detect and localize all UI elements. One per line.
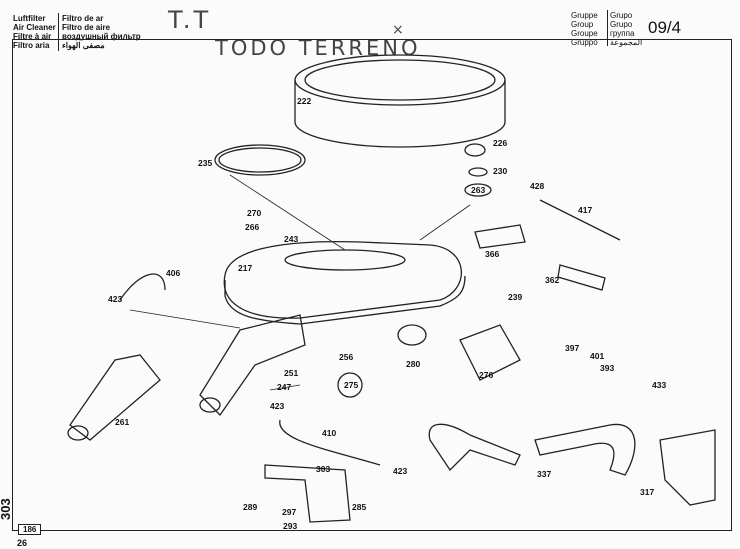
callout-275: 275 (344, 380, 358, 390)
callout-401: 401 (590, 351, 604, 361)
callout-366: 366 (485, 249, 499, 259)
callout-276: 276 (479, 370, 493, 380)
stamp-mark: × (392, 22, 407, 38)
callout-293: 293 (283, 521, 297, 531)
callout-289: 289 (243, 502, 257, 512)
group-ru: группа (610, 29, 635, 38)
callout-222: 222 (297, 96, 311, 106)
callout-239: 239 (508, 292, 522, 302)
name-es: Filtro de aire (62, 23, 111, 32)
group-it: Gruppo (571, 38, 598, 47)
callout-247: 247 (277, 382, 291, 392)
housing-217 (223, 240, 466, 325)
callout-217: 217 (238, 263, 252, 273)
stamp-subtitle: TODO TERRENO (215, 36, 421, 60)
group-ar: المجموعة (610, 38, 643, 47)
callout-317: 317 (640, 487, 654, 497)
callout-433: 433 (652, 380, 666, 390)
callout-251: 251 (284, 368, 298, 378)
callout-410: 410 (322, 428, 336, 438)
divider (607, 10, 608, 46)
section-name-right: Filtro de ar Filtro de aire воздушный фи… (62, 14, 141, 50)
group-labels-right: Grupo Grupo группа المجموعة (610, 11, 642, 47)
group-en: Group (571, 20, 594, 29)
callout-235: 235 (198, 158, 212, 168)
name-en: Air Cleaner (13, 23, 56, 32)
intake-snorkels-261 (67, 314, 306, 441)
callout-270: 270 (247, 208, 261, 218)
callout-362: 362 (545, 275, 559, 285)
callout-226: 226 (493, 138, 507, 148)
stamp-title: T.T (168, 6, 212, 34)
callout-423: 423 (270, 401, 284, 411)
leader-lines (129, 174, 471, 391)
callout-406: 406 (166, 268, 180, 278)
gasket-ring-235 (214, 144, 306, 176)
callout-ring-275 (337, 372, 363, 398)
name-ar: مصفى الهواء (62, 41, 105, 50)
name-it: Filtro aria (13, 41, 50, 50)
callout-261: 261 (115, 417, 129, 427)
callout-285: 285 (352, 502, 366, 512)
callout-428: 428 (530, 181, 544, 191)
diagram-frame (12, 39, 732, 531)
group-labels-left: Gruppe Group Groupe Gruppo (571, 11, 598, 47)
callout-417: 417 (578, 205, 592, 215)
page-number: 26 (17, 538, 28, 548)
callout-266: 266 (245, 222, 259, 232)
name-fr: Filtre à air (13, 32, 52, 41)
hoses (119, 143, 716, 523)
callout-423: 423 (393, 466, 407, 476)
group-pt: Grupo (610, 11, 633, 20)
divider (58, 13, 59, 51)
callout-397: 397 (565, 343, 579, 353)
name-pt: Filtro de ar (62, 14, 104, 23)
section-name-left: Luftfilter Air Cleaner Filtre à air Filt… (13, 14, 56, 50)
callout-393: 393 (600, 363, 614, 373)
group-es: Grupo (610, 20, 633, 29)
callout-256: 256 (339, 352, 353, 362)
name-de: Luftfilter (13, 14, 46, 23)
callout-297: 297 (282, 507, 296, 517)
callout-280: 280 (406, 359, 420, 369)
group-number: 09/4 (648, 18, 682, 37)
callout-303: 303 (316, 464, 330, 474)
group-fr: Groupe (571, 29, 598, 38)
name-ru: воздушный фильтр (62, 32, 141, 41)
group-de: Gruppe (571, 11, 598, 20)
filter-element-222 (294, 54, 506, 148)
side-number: 303 (0, 498, 13, 520)
callout-230: 230 (493, 166, 507, 176)
page-ref-box: 186 (18, 524, 42, 535)
callout-423: 423 (108, 294, 122, 304)
callout-243: 243 (284, 234, 298, 244)
callout-263: 263 (471, 185, 485, 195)
callout-337: 337 (537, 469, 551, 479)
